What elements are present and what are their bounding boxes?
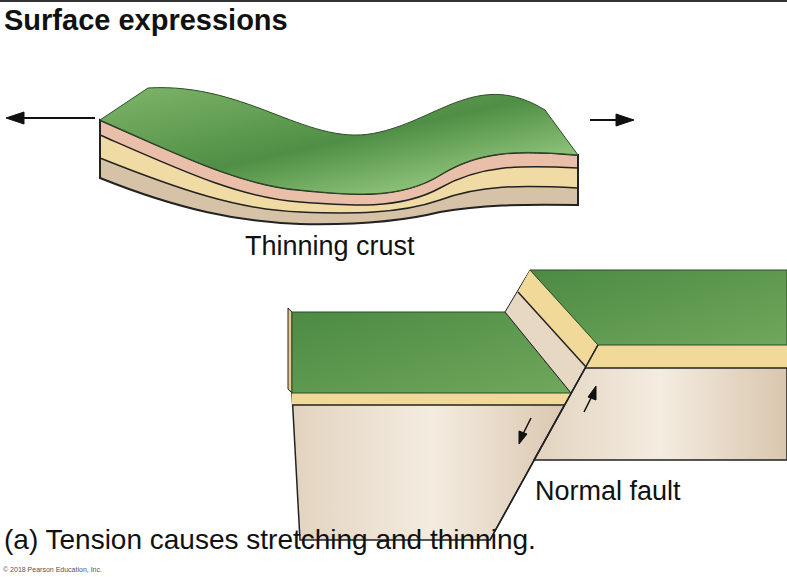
figure-caption: (a) Tension causes stretching and thinni… (4, 524, 536, 556)
top-rule (0, 0, 787, 2)
figure-label: Normal fault (535, 476, 681, 507)
normal-fault-block (288, 270, 787, 540)
thinning-crust-block (100, 88, 578, 225)
copyright-note: © 2018 Pearson Education, Inc. (3, 566, 102, 574)
tension-arrow (6, 112, 634, 126)
diagram-title: Surface expressions (4, 4, 288, 37)
slip-arrow (519, 386, 596, 444)
figure-label: Thinning crust (245, 231, 415, 262)
